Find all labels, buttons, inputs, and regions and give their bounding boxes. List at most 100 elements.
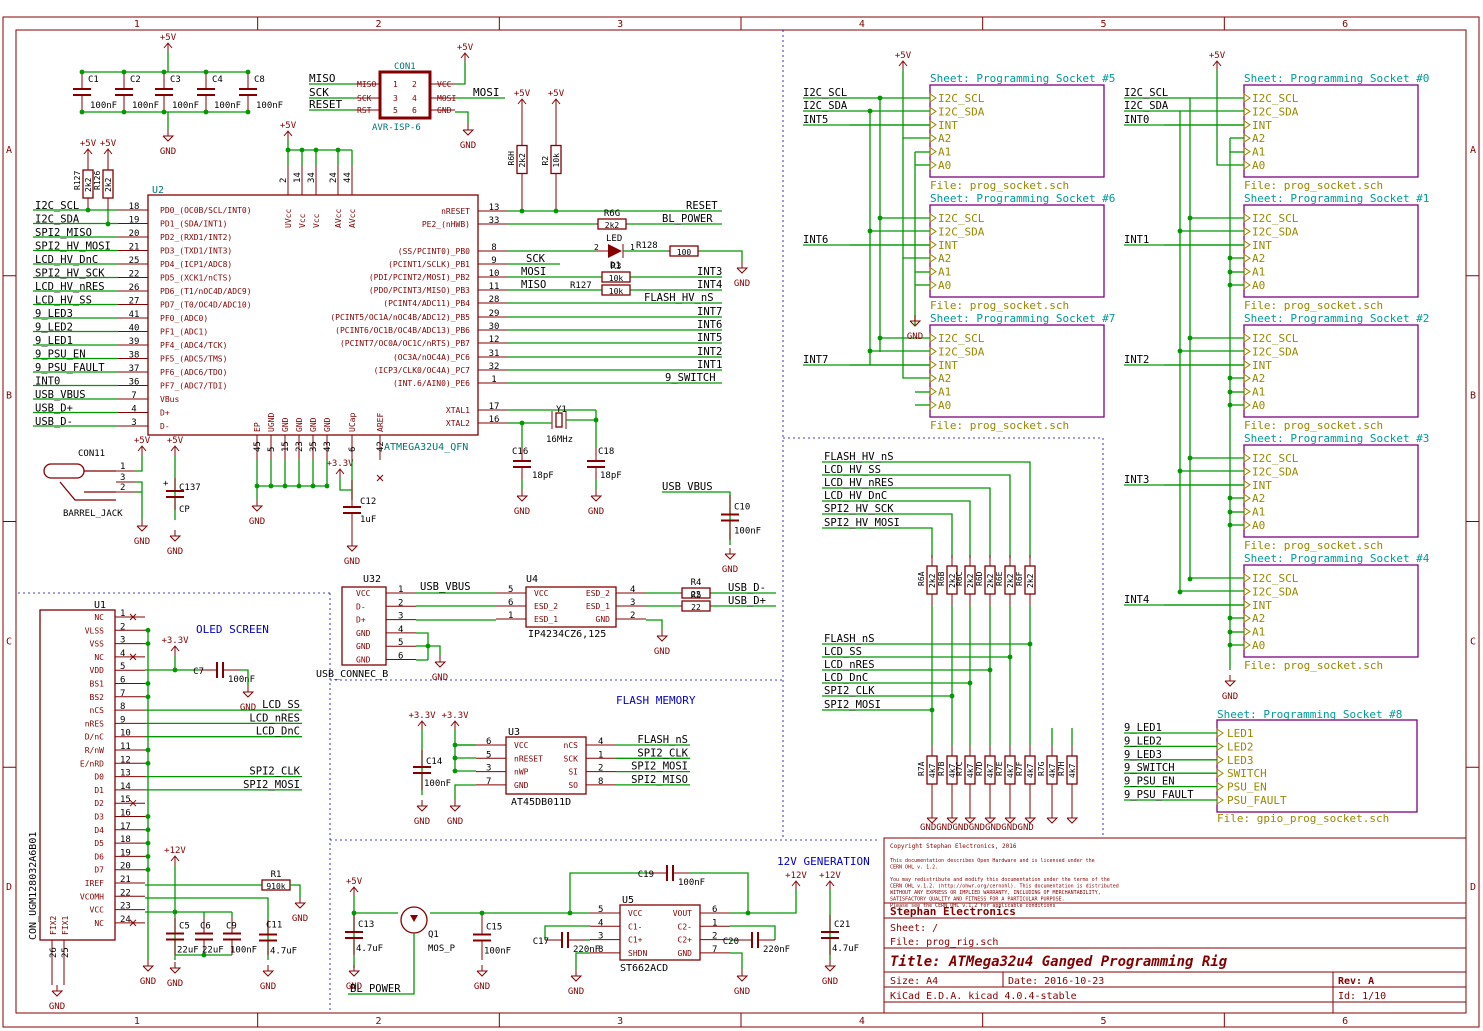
isp-pin-num: 5 <box>393 106 398 115</box>
sheet-pin-name: I2C_SDA <box>1252 105 1299 118</box>
gnd-symbol <box>946 817 959 824</box>
res-ref: R5 <box>691 591 702 601</box>
wire <box>1216 125 1230 166</box>
pin-num: 7 <box>712 945 717 955</box>
mcu-pin-num: 6 <box>348 447 358 452</box>
mcu-pin-num: 15 <box>281 441 291 452</box>
net-label: MISO <box>309 72 336 85</box>
sheet-title: Sheet: Programming Socket #4 <box>1244 552 1430 565</box>
res-value: 2k2 <box>948 573 957 588</box>
led-label: LED <box>606 234 622 244</box>
date: Date: 2016-10-23 <box>1008 976 1104 987</box>
res-ref: R3 <box>611 262 622 272</box>
pin-num: 7 <box>120 689 125 699</box>
cap-ref: C12 <box>360 497 376 507</box>
frame-col-label: 5 <box>1100 19 1106 30</box>
wire <box>730 952 743 970</box>
noconnect <box>129 919 137 927</box>
res-ref: R7D <box>975 761 984 776</box>
sheet-pin-name: I2C_SDA <box>938 345 985 358</box>
isp-pin-name: VCC <box>437 80 452 89</box>
wire <box>822 487 991 558</box>
sheet-pin-name: I2C_SCL <box>938 212 985 225</box>
net-label: INT2 <box>697 346 722 358</box>
net-label: USB_VBUS <box>662 481 713 493</box>
boost-pin-name: VOUT <box>673 909 692 918</box>
flash-pin-name: nWP <box>514 768 529 777</box>
sheet-file: File: prog_socket.sch <box>1244 539 1383 552</box>
isp-pin-num: 3 <box>393 94 398 103</box>
gnd-symbol <box>262 970 275 977</box>
net-label: I2C_SCL <box>803 87 847 99</box>
sheet-pin <box>1243 373 1251 384</box>
oled-pin-name: VCOMH <box>80 892 104 901</box>
junction <box>1177 589 1183 595</box>
revision: Rev: A <box>1338 976 1374 987</box>
sheet-pin-name: A1 <box>1252 506 1265 519</box>
cap-plate <box>239 88 257 90</box>
mcu-pin-name: EP <box>253 422 262 432</box>
isp-value: AVR-ISP-6 <box>372 123 421 133</box>
junction <box>145 867 151 873</box>
pin-num: 2 <box>630 611 635 621</box>
net-label: MOSI <box>473 86 500 99</box>
sheet-file: File: prog_socket.sch <box>1244 419 1383 432</box>
sheet-pin-name: INT <box>1252 119 1272 132</box>
sheet-pin-name: A0 <box>938 279 951 292</box>
cap-plate <box>567 932 569 948</box>
net-label: MISO <box>521 279 546 291</box>
pin-num: 7 <box>486 777 491 787</box>
sheet-pin-name: INT <box>938 119 958 132</box>
net-label: INT0 <box>1124 114 1149 126</box>
gnd-label: GND <box>474 982 490 992</box>
pin-num: 3 <box>120 636 125 646</box>
res-ref: R7H <box>1057 761 1066 776</box>
flash-pin-name: nRESET <box>514 754 543 763</box>
net-label: I2C_SCL <box>35 200 79 212</box>
oled-pin-name: nRES <box>85 719 104 728</box>
res-ref: R6B <box>937 571 946 586</box>
mcu-pin-num: 33 <box>489 216 500 226</box>
mcu-pin-num: 43 <box>323 441 333 452</box>
pin-num: 3 <box>486 764 491 774</box>
junction <box>85 207 91 213</box>
net-label: I2C_SDA <box>1124 100 1169 112</box>
sheet-pin-name: INT <box>938 239 958 252</box>
gnd-symbol <box>1024 817 1037 824</box>
sheet-pin <box>1243 386 1251 397</box>
cap-plate <box>757 932 759 948</box>
sheet-pin-name: A1 <box>938 146 951 159</box>
sheet-pin <box>929 146 937 157</box>
gnd-label: GND <box>432 673 448 683</box>
gnd-symbol <box>964 817 977 824</box>
sheet-pin <box>1243 359 1251 370</box>
junction <box>1177 468 1183 474</box>
gnd-row: GNDGNDGNDGNDGNDGNDGND <box>920 823 1034 833</box>
gnd-symbol <box>824 965 837 972</box>
gnd-label: GND <box>292 914 308 924</box>
mcu-pin-num: 12 <box>489 335 500 345</box>
net-label: SPI2_CLK <box>637 747 688 759</box>
sheet-pin <box>929 106 937 117</box>
cap-plate <box>166 490 184 492</box>
pwr-arrow <box>417 720 427 727</box>
res-value: 4k7 <box>948 763 957 778</box>
flash-value: AT45DB011D <box>511 797 571 808</box>
junction <box>145 747 151 753</box>
pin-num: 5 <box>598 905 603 915</box>
sheet-pin <box>929 266 937 277</box>
net-label: LCD_nRES <box>249 712 300 724</box>
pin-num: 4 <box>120 649 125 659</box>
mcu-pin-num: 34 <box>307 172 317 183</box>
mcu-pin-name: AVcc <box>348 209 357 228</box>
cap-ref: C2 <box>130 75 141 85</box>
led-diode <box>608 244 622 258</box>
res-value: 2k2 <box>518 153 527 168</box>
frame-row-label: B <box>1470 391 1476 402</box>
net-label: USB_D+ <box>35 403 73 415</box>
sheet-pin-name: A2 <box>938 372 951 385</box>
junction <box>1187 335 1193 341</box>
sheet-pin-name: A1 <box>1252 626 1265 639</box>
pwr-arrow <box>450 720 460 727</box>
